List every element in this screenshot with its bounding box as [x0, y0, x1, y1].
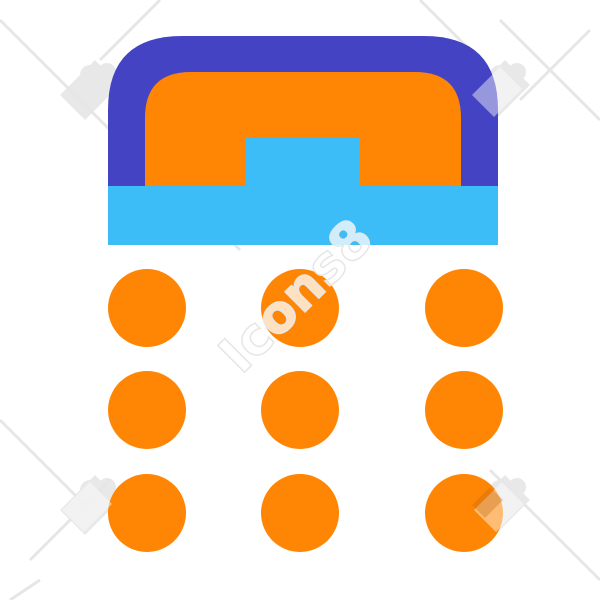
phone-base-top [246, 138, 360, 188]
watermark-logo-left-bottom [60, 475, 120, 535]
key-6 [425, 371, 503, 449]
watermark-logo-left-top [60, 60, 120, 120]
phone-base [108, 186, 498, 245]
key-5 [261, 371, 339, 449]
key-3 [425, 269, 503, 347]
key-9 [425, 474, 503, 552]
key-2 [261, 269, 339, 347]
watermark-overlay [62, 67, 524, 532]
key-4 [108, 371, 186, 449]
key-1 [108, 269, 186, 347]
watermark-overlay-dark [472, 487, 503, 518]
key-7 [108, 474, 186, 552]
key-8 [261, 474, 339, 552]
keypad [108, 269, 503, 552]
